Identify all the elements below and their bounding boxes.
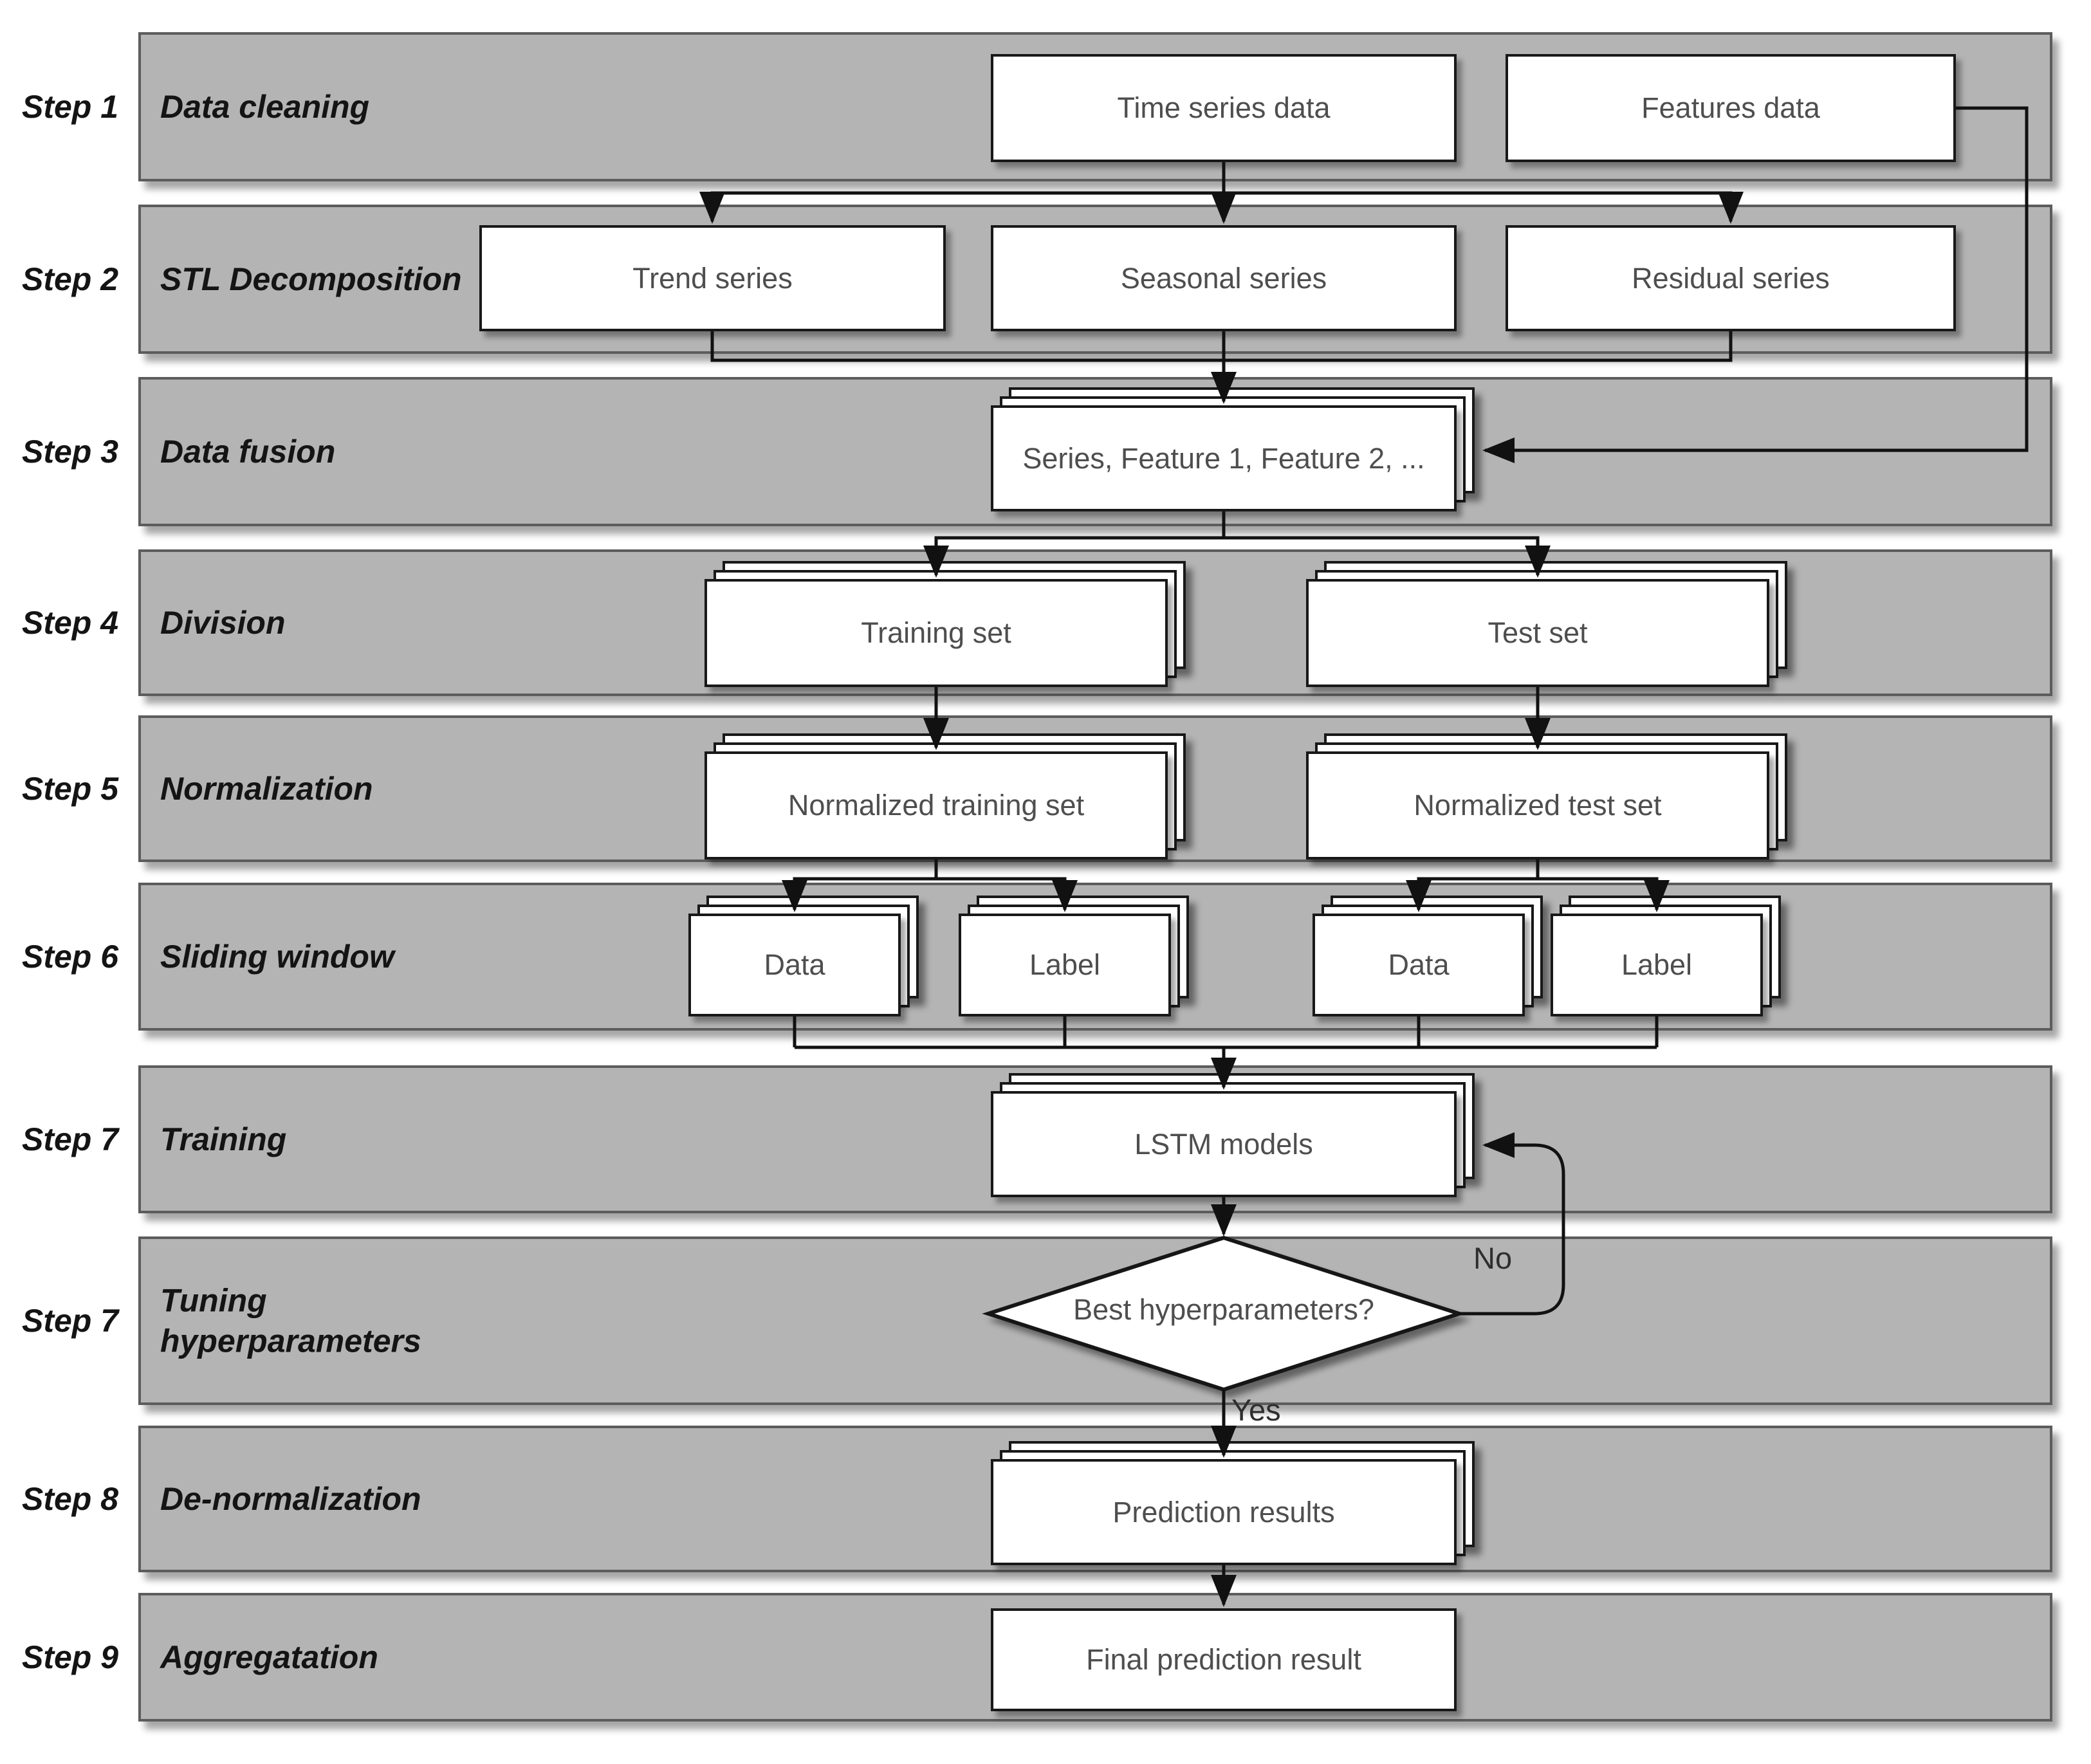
band-title-normalization: Normalization bbox=[160, 770, 373, 807]
node-normalized-training-set-8: Normalized training set bbox=[705, 733, 1186, 859]
node-test-set-7: Test set bbox=[1306, 561, 1787, 687]
step-label-5: Step 5 bbox=[22, 771, 119, 807]
node-data-12: Data bbox=[1313, 896, 1543, 1016]
node-label-13: Label bbox=[1551, 896, 1781, 1016]
node-label: Final prediction result bbox=[991, 1608, 1457, 1711]
step-label-4: Step 4 bbox=[22, 605, 119, 641]
node-data-10: Data bbox=[688, 896, 919, 1016]
node-lstm-models-14: LSTM models bbox=[991, 1073, 1475, 1197]
node-normalized-test-set-9: Normalized test set bbox=[1306, 733, 1787, 859]
node-label: Series, Feature 1, Feature 2, ... bbox=[991, 405, 1457, 511]
node-label: Normalized test set bbox=[1306, 751, 1769, 859]
step-label-3: Step 3 bbox=[22, 434, 119, 470]
node-time-series-data-0: Time series data bbox=[991, 54, 1457, 162]
decision-label: Best hyperparameters? bbox=[1073, 1293, 1374, 1326]
node-label: Label bbox=[959, 914, 1171, 1016]
band-title-data-fusion: Data fusion bbox=[160, 433, 336, 470]
node-features-data-1: Features data bbox=[1506, 54, 1956, 162]
node-label: Seasonal series bbox=[991, 225, 1457, 331]
node-final-prediction-result-17: Final prediction result bbox=[991, 1608, 1457, 1711]
band-title-aggregatation: Aggregatation bbox=[160, 1639, 378, 1675]
node-label: Trend series bbox=[479, 225, 946, 331]
node-label: Data bbox=[688, 914, 901, 1016]
band-title-tuning-hyperparameters: Tuning hyperparameters bbox=[160, 1282, 421, 1359]
node-label: Label bbox=[1551, 914, 1763, 1016]
edge-label-no: No bbox=[1473, 1241, 1513, 1275]
node-trend-series-2: Trend series bbox=[479, 225, 946, 331]
step-label-6: Step 6 bbox=[22, 939, 119, 975]
node-label: Normalized training set bbox=[705, 751, 1168, 859]
node-label: Test set bbox=[1306, 579, 1769, 687]
node-label: Prediction results bbox=[991, 1459, 1457, 1565]
node-series-feature-1-feature-2-5: Series, Feature 1, Feature 2, ... bbox=[991, 387, 1475, 511]
step-label-7: Step 7 bbox=[22, 1121, 119, 1157]
node-seasonal-series-3: Seasonal series bbox=[991, 225, 1457, 331]
node-label: Data bbox=[1313, 914, 1525, 1016]
step-label-10: Step 9 bbox=[22, 1639, 119, 1675]
band-title-de-normalization: De-normalization bbox=[160, 1480, 421, 1517]
band-title-data-cleaning: Data cleaning bbox=[160, 88, 370, 125]
node-label-11: Label bbox=[959, 896, 1189, 1016]
node-label: Time series data bbox=[991, 54, 1457, 162]
band-title-training: Training bbox=[160, 1121, 287, 1157]
step-label-2: Step 2 bbox=[22, 261, 119, 297]
step-label-1: Step 1 bbox=[22, 89, 119, 125]
step-label-8: Step 7 bbox=[22, 1303, 119, 1339]
node-label: Training set bbox=[705, 579, 1168, 687]
edge-label-yes: Yes bbox=[1231, 1393, 1281, 1427]
node-training-set-6: Training set bbox=[705, 561, 1186, 687]
node-label: LSTM models bbox=[991, 1091, 1457, 1197]
band-title-division: Division bbox=[160, 604, 286, 641]
band-title-sliding-window: Sliding window bbox=[160, 938, 394, 975]
node-label: Residual series bbox=[1506, 225, 1956, 331]
node-label: Features data bbox=[1506, 54, 1956, 162]
band-title-stl-decomposition: STL Decomposition bbox=[160, 261, 462, 297]
node-residual-series-4: Residual series bbox=[1506, 225, 1956, 331]
step-label-9: Step 8 bbox=[22, 1481, 119, 1517]
node-prediction-results-16: Prediction results bbox=[991, 1441, 1475, 1565]
